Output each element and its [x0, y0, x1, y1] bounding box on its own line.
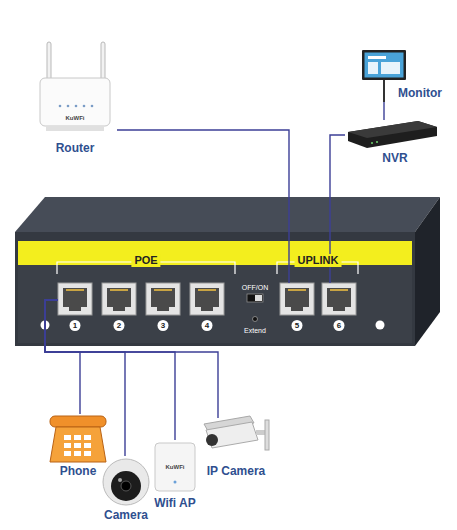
phone-key — [74, 443, 81, 448]
port-number: 3 — [158, 320, 169, 331]
port-number: 4 — [202, 320, 213, 331]
device-label: Camera — [104, 508, 148, 522]
router-led — [91, 105, 94, 108]
device-label: Monitor — [398, 86, 442, 100]
phone-handset — [50, 416, 106, 427]
connector-line — [117, 130, 289, 283]
nvr-led — [371, 142, 373, 144]
phone-key — [64, 443, 71, 448]
nvr-body — [348, 121, 437, 148]
rj45-port — [280, 283, 314, 315]
rj45-port — [322, 283, 356, 315]
router-device: Router — [35, 40, 117, 158]
router-base — [46, 126, 104, 131]
nvr-device: NVR — [345, 120, 440, 165]
uplink-port: 5 — [280, 283, 314, 333]
monitor-frame — [362, 50, 406, 80]
switch-top — [15, 197, 440, 232]
poe-port: 3 — [146, 283, 180, 333]
phone-key — [64, 451, 71, 456]
screen-panel — [381, 62, 400, 74]
ip-camera-device: IP Camera — [200, 418, 272, 480]
device-label: Wifi AP — [154, 496, 195, 510]
rj45-port — [58, 283, 92, 315]
phone-key — [84, 451, 91, 456]
poe-port: 1 — [58, 283, 92, 333]
camera-mount — [265, 420, 269, 450]
wifi-ap-body — [155, 443, 195, 491]
band-label: POE — [131, 254, 160, 267]
device-label: NVR — [382, 151, 407, 165]
router-antenna — [47, 42, 51, 82]
device-label: Router — [56, 141, 95, 155]
connector-line — [383, 102, 384, 120]
port-number: 1 — [70, 320, 81, 331]
device-label: IP Camera — [207, 464, 265, 478]
camera-device: Camera — [100, 456, 152, 526]
port-number: 5 — [292, 320, 303, 331]
phone-key — [74, 451, 81, 456]
switch-front — [15, 232, 415, 346]
connector-line — [45, 300, 80, 414]
router-led — [59, 105, 62, 108]
rj45-port — [190, 283, 224, 315]
port-panel — [18, 265, 412, 343]
phone-key — [84, 443, 91, 448]
camera-body — [206, 422, 258, 448]
port-number: 6 — [334, 320, 345, 331]
lens-glint — [118, 478, 122, 482]
port-number: 2 — [114, 320, 125, 331]
nvr-led — [376, 141, 378, 143]
screen-bar — [368, 56, 386, 59]
connector-line — [45, 300, 175, 440]
rj45-port — [146, 283, 180, 315]
toggle-switch — [247, 294, 263, 302]
dome-cover — [111, 471, 141, 501]
screen-panel — [368, 62, 378, 74]
router-led — [67, 105, 70, 108]
phone-device: Phone — [48, 414, 106, 478]
router-led — [83, 105, 86, 108]
extend-led — [253, 317, 258, 322]
dome-base — [103, 459, 149, 505]
ap-led — [174, 481, 177, 484]
rj45-port — [102, 283, 136, 315]
phone-key — [84, 435, 91, 440]
poe-port: 4 — [190, 283, 224, 333]
toggle-knob — [255, 295, 262, 301]
phone-key — [74, 435, 81, 440]
monitor-stand — [383, 80, 385, 102]
wifi-ap-device: Wifi AP — [152, 440, 199, 512]
switch-label: Extend — [244, 326, 266, 335]
uplink-port: 6 — [322, 283, 356, 333]
router-led — [75, 105, 78, 108]
panel-dot — [376, 321, 385, 330]
switch-label: OFF/ON — [242, 283, 268, 292]
poe-port: 2 — [102, 283, 136, 333]
router-antenna — [101, 42, 105, 82]
brand-logo: KuWFi — [166, 463, 185, 471]
switch-side — [415, 197, 440, 346]
nvr-top — [348, 121, 437, 138]
monitor-device: Monitor — [358, 46, 446, 102]
brand-logo: KuWFi — [66, 114, 85, 122]
camera-lens — [206, 434, 218, 446]
monitor-screen — [365, 53, 404, 78]
band-label: UPLINK — [295, 254, 342, 267]
phone-body — [50, 427, 106, 462]
connector-line — [45, 300, 125, 456]
device-label: Phone — [60, 464, 97, 478]
phone-key — [64, 435, 71, 440]
connector-line — [45, 300, 218, 418]
dome-lens — [121, 481, 131, 491]
router-body — [40, 78, 110, 126]
